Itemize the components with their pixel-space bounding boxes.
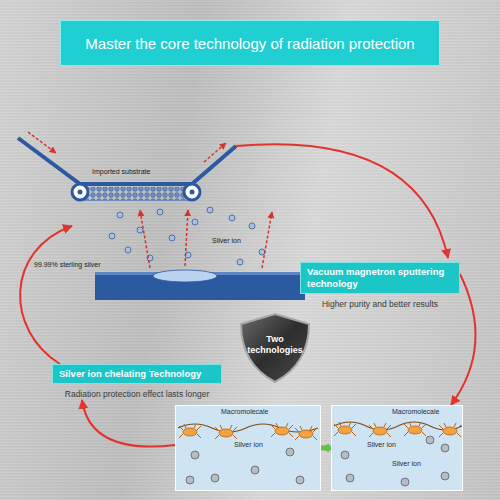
conveyor-belt bbox=[18, 138, 236, 184]
technology-box: Vacuum magnetron sputtering technologyHi… bbox=[300, 262, 460, 310]
illustration-label: Imported substrate bbox=[92, 167, 150, 176]
technology-note: Radiation protection effect lasts longer bbox=[52, 389, 222, 400]
cycle-arrow bbox=[20, 226, 72, 364]
title-banner: Master the core technology of radiation … bbox=[60, 20, 440, 66]
panel-ground bbox=[175, 405, 321, 491]
motion-arrow bbox=[204, 143, 226, 162]
technology-heading: Vacuum magnetron sputtering technology bbox=[300, 262, 460, 294]
sputter-arrow bbox=[262, 212, 272, 268]
sputter-crater bbox=[153, 270, 217, 282]
sputter-arrow bbox=[140, 210, 150, 268]
illustration-label: Silver ion bbox=[212, 236, 241, 245]
diagram-panel: MacromolecaleSilver ionSilver ion bbox=[331, 405, 463, 491]
flow-arrow bbox=[82, 400, 175, 447]
flow-arrow bbox=[321, 446, 331, 451]
diagram-panel: MacromolecaleSilver ion bbox=[175, 405, 321, 491]
silver-ions bbox=[109, 207, 265, 265]
illustration-label: 99.99% sterling silver bbox=[34, 260, 101, 269]
shield-label: Two technologies bbox=[247, 334, 303, 356]
roller bbox=[72, 184, 88, 200]
technology-note: Higher purity and better results bbox=[300, 299, 460, 310]
panel-label: Silver ion bbox=[234, 440, 263, 449]
technology-heading: Silver ion chelating Technology bbox=[52, 364, 222, 384]
sputter-arrow bbox=[185, 210, 188, 266]
panel-label: Silver ion bbox=[367, 440, 396, 449]
panel-label: Macromolecale bbox=[221, 407, 268, 416]
technology-box: Silver ion chelating TechnologyRadiation… bbox=[52, 364, 222, 400]
panel-label: Macromolecale bbox=[392, 407, 439, 416]
roller bbox=[184, 184, 200, 200]
silver-balls bbox=[186, 436, 449, 486]
deposited-layer bbox=[84, 187, 190, 201]
cycle-arrow bbox=[236, 144, 448, 258]
motion-arrow bbox=[28, 132, 56, 153]
panel-ground bbox=[331, 405, 463, 491]
panel-label: Silver ion bbox=[392, 459, 421, 468]
shield-badge: Two technologies bbox=[238, 312, 312, 384]
